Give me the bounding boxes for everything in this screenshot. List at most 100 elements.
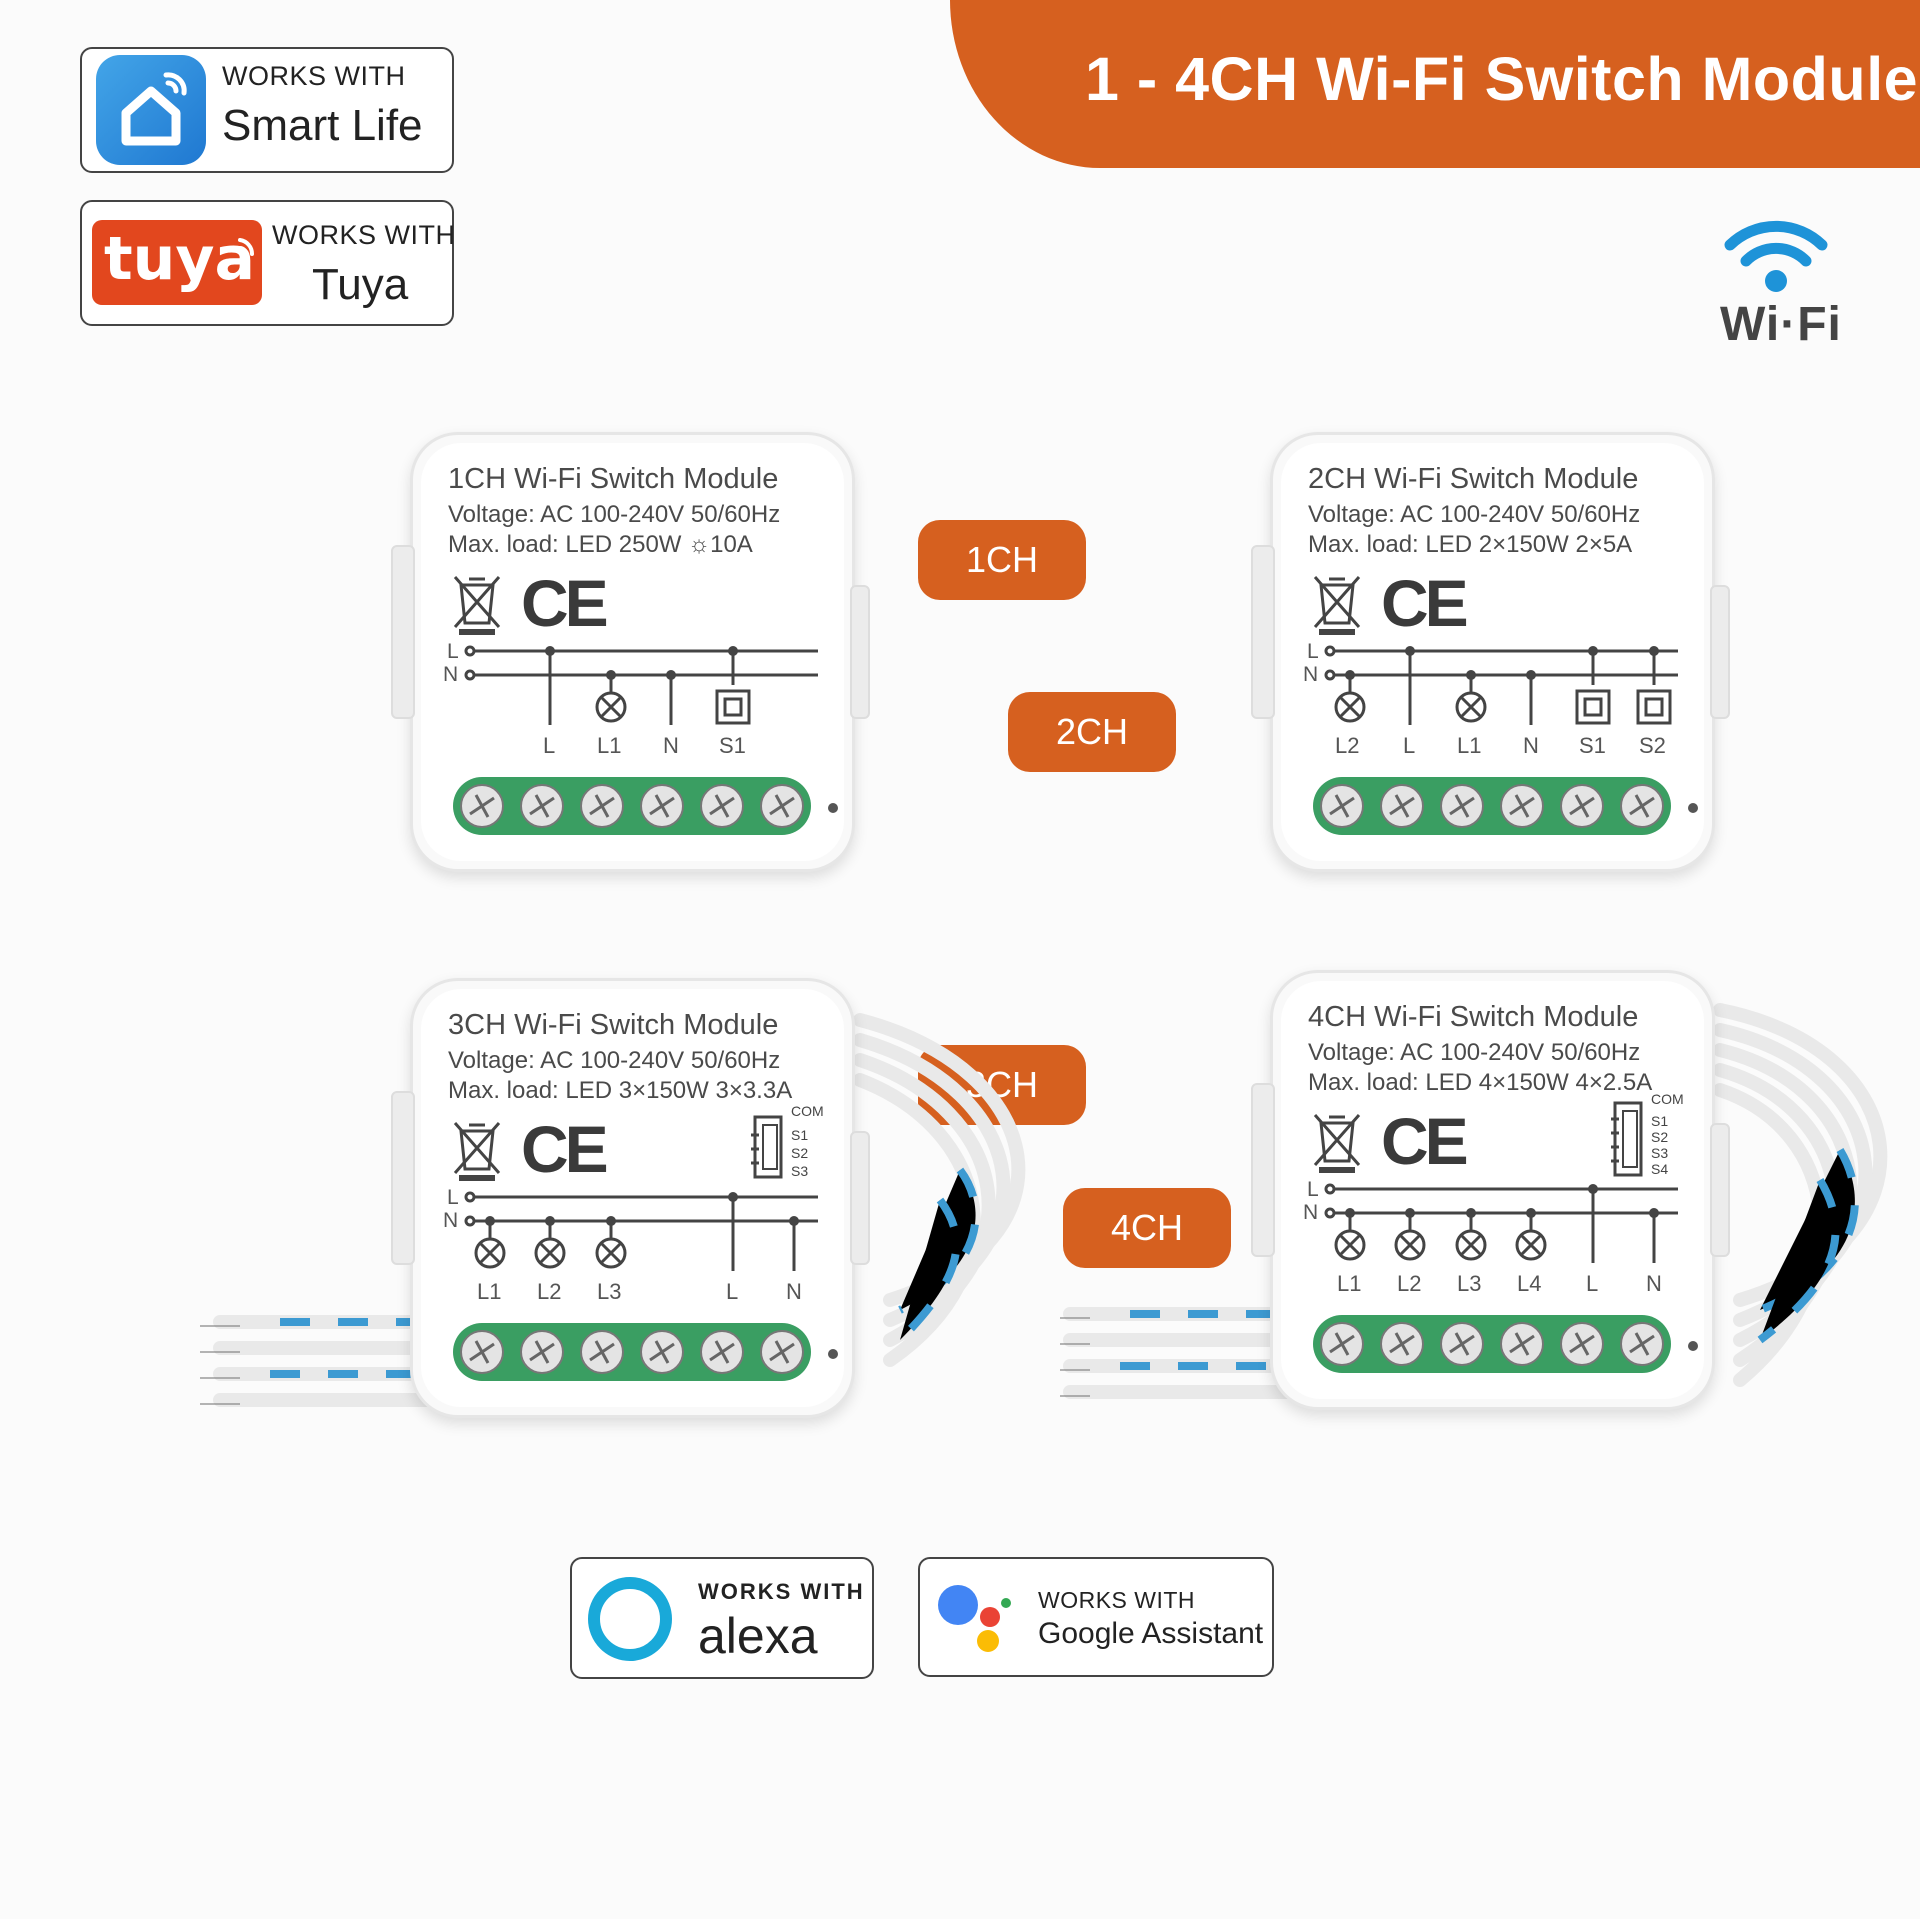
tuya-logo-text: tuya [104,224,255,294]
module-voltage: Voltage: AC 100-240V 50/60Hz [448,501,781,528]
mounting-clip [1710,585,1730,719]
terminal-label: L1 [597,733,622,758]
smart-life-badge: WORKS WITH Smart Life [80,47,454,173]
mounting-clip [391,545,415,719]
terminal-label: S1 [719,733,746,758]
line-label: L [1307,1178,1319,1201]
connector-label: S3 [1651,1145,1669,1161]
terminal-label: N [663,733,679,758]
alexa-icon [588,1577,672,1661]
terminal-label: S1 [1579,733,1606,758]
tuya-works-with: WORKS WITH [272,220,456,250]
indicator-dot [828,803,838,813]
neutral-label: N [443,663,459,686]
channel-label-4ch: 4CH [1063,1188,1231,1268]
wiring-diagram [464,645,818,725]
module-title: 1CH Wi-Fi Switch Module [448,463,779,495]
connector-label: COM [791,1103,824,1119]
header-banner [950,0,1920,168]
connector-label: S1 [1651,1113,1669,1129]
weee-bin-icon [453,576,501,635]
ce-mark: CE [1381,1104,1469,1178]
module-voltage: Voltage: AC 100-240V 50/60Hz [1308,1039,1641,1066]
alexa-name: alexa [698,1608,818,1664]
module-title: 4CH Wi-Fi Switch Module [1308,1001,1639,1033]
terminal-label: L3 [1457,1271,1482,1296]
screw-terminal-block [1313,777,1671,835]
terminal-label: L1 [1337,1271,1362,1296]
indicator-dot [828,1349,838,1359]
switch-connector-icon [751,1115,783,1179]
wifi-label: Wi·Fi [1720,298,1842,351]
smart-life-works-with: WORKS WITH [222,61,406,91]
home-icon [121,72,187,146]
wiring-diagram [1324,645,1678,725]
connector-label: S4 [1651,1161,1669,1177]
screw-terminal-block [453,777,811,835]
signal-icon [238,238,255,256]
ce-mark: CE [521,566,609,640]
mounting-clip [1251,545,1275,719]
smart-life-logo [96,55,206,165]
terminal-label: S2 [1639,733,1666,758]
connector-label: S2 [791,1145,809,1161]
mounting-clip [850,1131,870,1265]
neutral-label: N [1303,663,1319,686]
screw-terminal-block [1313,1315,1671,1373]
module-max-load: Max. load: LED 4×150W 4×2.5A [1308,1069,1653,1096]
tuya-logo: tuya [92,220,262,305]
indicator-dot [1688,1341,1698,1351]
ce-mark: CE [521,1112,609,1186]
wifi-icon [1724,220,1828,292]
module-2ch: 2CH Wi-Fi Switch Module Voltage: AC 100-… [1251,432,1730,872]
terminal-label: L1 [1457,733,1482,758]
module-max-load: Max. load: LED 3×150W 3×3.3A [448,1077,793,1104]
terminal-label: L1 [477,1279,502,1304]
connector-label: S2 [1651,1129,1669,1145]
wire-bundle-4ch [1060,1003,1888,1399]
neutral-label: N [1303,1201,1319,1224]
module-1ch: 1CH Wi-Fi Switch Module Voltage: AC 100-… [391,432,870,872]
google-assistant-badge: WORKS WITH Google Assistant [918,1557,1274,1677]
connector-label: S3 [791,1163,809,1179]
smart-life-name: Smart Life [222,101,423,150]
connector-label: COM [1651,1091,1684,1107]
google-assistant-icon [938,1585,1011,1652]
switch-connector-icon [1611,1101,1643,1177]
module-voltage: Voltage: AC 100-240V 50/60Hz [448,1047,781,1074]
terminal-label: N [1646,1271,1662,1296]
terminal-label: L2 [1397,1271,1422,1296]
ce-mark: CE [1381,566,1469,640]
module-voltage: Voltage: AC 100-240V 50/60Hz [1308,501,1641,528]
mounting-clip [1710,1123,1730,1257]
wiring-diagram [1324,1183,1678,1263]
module-max-load: Max. load: LED 2×150W 2×5A [1308,531,1633,558]
line-label: L [447,1186,459,1209]
terminal-label: N [786,1279,802,1304]
mounting-clip [1251,1083,1275,1257]
line-label: L [1307,640,1319,663]
terminal-label: L2 [537,1279,562,1304]
weee-bin-icon [453,1122,501,1181]
google-name: Google Assistant [1038,1617,1264,1650]
indicator-dot [1688,803,1698,813]
module-title: 3CH Wi-Fi Switch Module [448,1009,779,1041]
module-max-load: Max. load: LED 250W ☼10A [448,531,753,558]
terminal-label: L [543,733,556,758]
mounting-clip [850,585,870,719]
screw-terminal-block [453,1323,811,1381]
line-label: L [447,640,459,663]
terminal-label: L2 [1335,733,1360,758]
connector-label: S1 [791,1127,809,1143]
module-3ch: 3CH Wi-Fi Switch Module Voltage: AC 100-… [391,978,870,1418]
channel-label-2ch: 2CH [1008,692,1176,772]
terminal-label: L [726,1279,739,1304]
page-title: 1 - 4CH Wi-Fi Switch Module [1085,45,1919,113]
terminal-label: L4 [1517,1271,1542,1296]
module-4ch: 4CH Wi-Fi Switch Module Voltage: AC 100-… [1251,970,1730,1410]
terminal-label: L [1586,1271,1599,1296]
channel-label-1ch: 1CH [918,520,1086,600]
wiring-diagram [464,1191,818,1271]
alexa-works-with: WORKS WITH [698,1579,865,1604]
terminal-label: L3 [597,1279,622,1304]
